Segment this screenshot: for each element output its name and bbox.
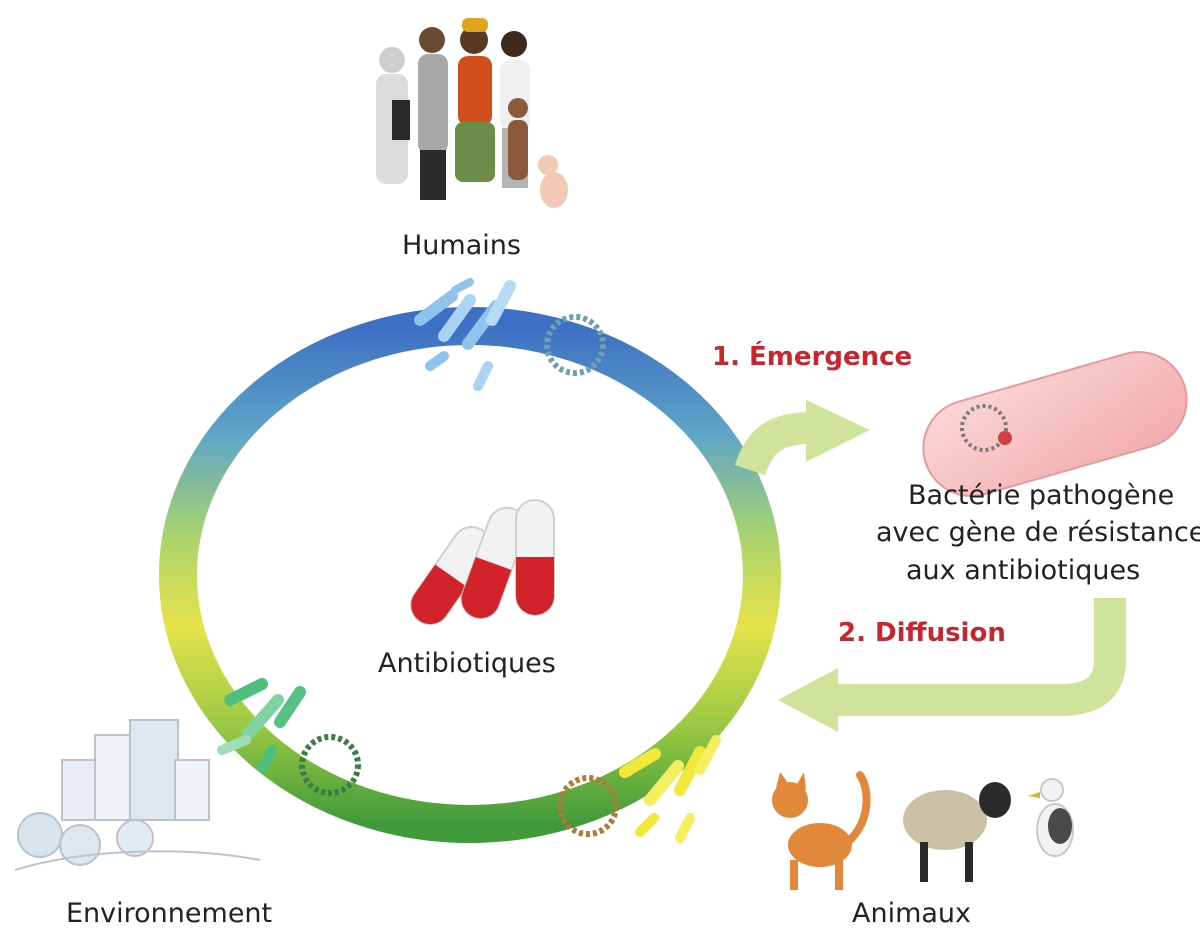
- pathogenic-bacterium-icon: [922, 351, 1188, 497]
- animals-label: Animaux: [852, 898, 972, 928]
- green-bacteria-icon: [217, 678, 306, 773]
- farm-animals-icon: [772, 771, 1074, 890]
- emergence-step-label: 1. Émergence: [712, 342, 913, 372]
- cat-icon: [772, 771, 871, 890]
- antibiotics-label: Antibiotiques: [378, 648, 556, 679]
- diffusion-step-label: 2. Diffusion: [838, 618, 1006, 648]
- blue-plasmid-icon: [544, 314, 606, 376]
- environment-label: Environnement: [66, 898, 273, 928]
- diffusion-arrow: [778, 598, 1126, 732]
- bacterium-label-line-1: Bactérie pathogène: [908, 480, 1175, 511]
- blue-bacteria-icon: [414, 278, 516, 391]
- sheep-icon: [903, 782, 1011, 882]
- yellow-bacteria-icon: [619, 735, 721, 843]
- brown-plasmid-icon: [557, 775, 619, 837]
- antibiotic-capsules-icon: [410, 499, 555, 626]
- seagull-icon: [1028, 778, 1074, 857]
- emergence-arrow: [734, 400, 870, 476]
- human-group-icon: [376, 18, 568, 208]
- humans-label: Humains: [402, 230, 521, 261]
- resistance-cycle-ring: [159, 307, 781, 843]
- green-plasmid-icon: [299, 734, 361, 796]
- bacterium-label-line-2: avec gène de résistance: [876, 517, 1200, 548]
- city-buildings-icon: [14, 719, 261, 871]
- bacterium-label-line-3: aux antibiotiques: [906, 555, 1141, 586]
